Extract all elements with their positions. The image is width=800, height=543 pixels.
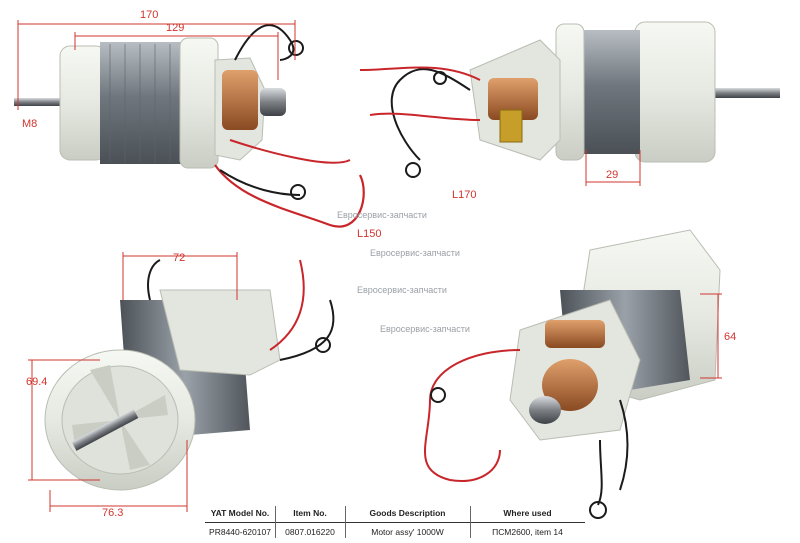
dim-label-stack-height: 64 [724,331,737,343]
spec-table-header: YAT Model No. Item No. Goods Description… [205,503,585,522]
dim-label-stator-height: 72 [173,252,186,264]
motor-view-bottom-right [424,229,721,519]
spec-table-col-divider-1 [275,506,276,538]
motor-view-top-right [359,21,780,178]
spec-table-divider [205,522,585,523]
dim-label-housing-diameter: 69.4 [26,376,48,388]
spec-table-col-divider-3 [470,506,471,538]
watermark-4: Евросервис-запчасти [380,324,470,334]
motor-view-top-left [14,24,365,228]
dim-lines-bottom-right [700,293,722,379]
dim-label-overall-length: 170 [140,9,159,21]
spec-table: YAT Model No. Item No. Goods Description… [205,503,585,541]
dim-label-lead-length-b: L150 [357,228,382,240]
dim-label-flange-width: 76.3 [102,507,124,519]
cell-item-no: 0807.016220 [285,526,335,537]
cell-model-no: PR8440-620107 [209,526,271,537]
header-goods-description: Goods Description [369,507,446,518]
spec-table-row: PR8440-620107 0807.016220 Motor assy' 10… [205,522,585,541]
dim-label-stator-offset: 29 [606,169,619,181]
dim-label-lead-length-a: L170 [452,189,477,201]
header-item-no: Item No. [293,507,327,518]
dim-lines-top-left [17,20,296,110]
header-model-no: YAT Model No. [210,507,270,518]
dim-lines-top-right [585,150,641,186]
watermark-2: Евросервис-запчасти [370,248,460,258]
spec-table-col-divider-2 [345,506,346,538]
cell-where-used: ПСМ2600, item 14 [492,526,563,537]
dim-label-stator-length: 129 [166,22,185,34]
dim-label-shaft-thread: M8 [22,118,38,130]
watermark-3: Евросервис-запчасти [357,285,447,295]
cell-goods-description: Motor assy' 1000W [371,526,444,537]
watermark-1: Евросервис-запчасти [337,210,427,220]
dim-lines-bottom-left [28,252,238,512]
header-where-used: Where used [503,507,552,518]
motor-view-bottom-left [44,259,335,491]
